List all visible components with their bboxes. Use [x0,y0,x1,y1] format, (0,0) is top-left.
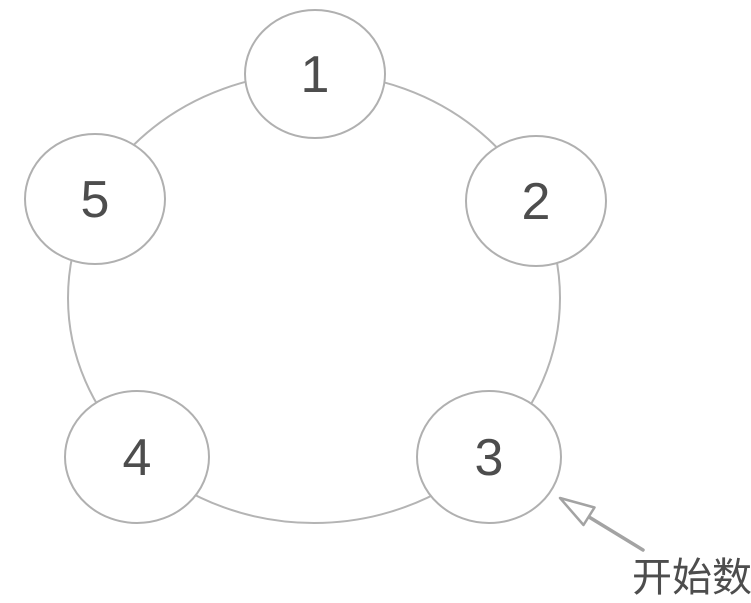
arrow-head-icon [558,496,596,527]
node-5: 5 [24,133,166,265]
node-2-circle [465,135,607,267]
node-4-circle [64,390,210,524]
node-3-circle [416,390,562,524]
arrow-shaft [587,515,645,552]
node-1-circle [244,9,386,139]
node-3-label: 3 [475,429,504,487]
node-5-label: 5 [81,171,110,229]
node-5-circle [24,133,166,265]
node-2-label: 2 [522,173,551,231]
node-4: 4 [64,390,210,524]
node-1: 1 [244,9,386,139]
start-annotation-label: 开始数 [632,556,751,600]
node-4-label: 4 [123,429,152,487]
node-3: 3 [416,390,562,524]
node-2: 2 [465,135,607,267]
start-annotation: 开始数 [558,496,751,600]
node-1-label: 1 [301,46,330,104]
